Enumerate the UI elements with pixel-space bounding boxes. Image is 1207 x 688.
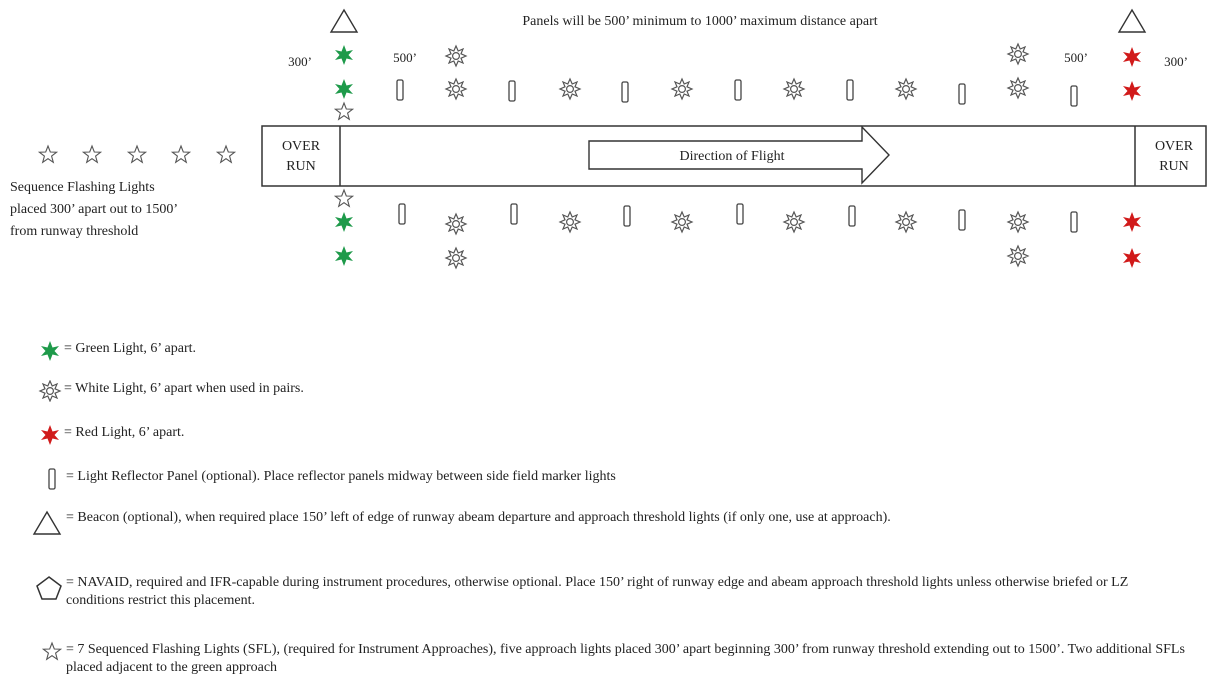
reflector-panel-icon <box>734 79 742 101</box>
legend-sfl-text: = 7 Sequenced Flashing Lights (SFL), (re… <box>66 642 1185 675</box>
reflector-panel-icon <box>48 468 56 490</box>
reflector-panel-icon <box>621 81 629 103</box>
reflector-panel-icon <box>510 203 518 225</box>
red-light-icon <box>1123 47 1141 67</box>
reflector-panel-icon <box>398 203 406 225</box>
white-light-icon <box>895 78 917 100</box>
distance-label-right-500: 500’ <box>1064 50 1088 65</box>
white-light-icon <box>1007 211 1029 233</box>
legend-green-text: = Green Light, 6’ apart. <box>64 341 197 356</box>
sfl-star-icon <box>216 145 236 163</box>
overrun-label-right-line2: RUN <box>1159 159 1189 174</box>
beacon-icon <box>1118 9 1146 33</box>
red-light-icon <box>41 425 59 445</box>
green-light-icon <box>335 45 353 65</box>
white-light-icon <box>671 78 693 100</box>
white-light-icon <box>1007 245 1029 267</box>
white-light-icon <box>445 78 467 100</box>
legend-beacon-text: = Beacon (optional), when required place… <box>66 510 891 525</box>
direction-arrow <box>588 125 890 185</box>
sfl-star-icon <box>334 189 354 207</box>
reflector-panel-icon <box>958 209 966 231</box>
white-light-icon <box>39 380 61 402</box>
reflector-panel-icon <box>396 79 404 101</box>
panels-distance-note: Panels will be 500’ minimum to 1000’ max… <box>522 14 877 29</box>
sfl-star-icon <box>127 145 147 163</box>
reflector-panel-icon <box>958 83 966 105</box>
reflector-panel-icon <box>846 79 854 101</box>
white-light-icon <box>559 78 581 100</box>
overrun-label-right-line1: OVER <box>1155 139 1194 154</box>
sfl-caption-line2: placed 300’ apart out to 1500’ <box>10 202 178 217</box>
reflector-panel-icon <box>1070 85 1078 107</box>
sfl-caption-line3: from runway threshold <box>10 224 138 239</box>
sfl-star-icon <box>42 642 62 660</box>
legend-red-text: = Red Light, 6’ apart. <box>64 425 185 440</box>
distance-label-left-300: 300’ <box>288 54 312 69</box>
red-light-icon <box>1123 81 1141 101</box>
legend-red: = Red Light, 6’ apart. <box>38 424 184 446</box>
legend-navaid-text: = NAVAID, required and IFR-capable durin… <box>66 575 1129 608</box>
legend-white: = White Light, 6’ apart when used in pai… <box>38 380 304 402</box>
reflector-panel-icon <box>1070 211 1078 233</box>
sfl-star-icon <box>171 145 191 163</box>
green-light-icon <box>335 212 353 232</box>
navaid-icon <box>36 576 62 600</box>
white-light-icon <box>783 211 805 233</box>
reflector-panel-icon <box>736 203 744 225</box>
legend-panel-text: = Light Reflector Panel (optional). Plac… <box>66 469 616 484</box>
distance-label-right-300: 300’ <box>1164 54 1188 69</box>
white-light-icon <box>783 78 805 100</box>
green-light-icon <box>41 341 59 361</box>
white-light-icon <box>671 211 693 233</box>
legend-beacon: = Beacon (optional), when required place… <box>30 509 1180 537</box>
reflector-panel-icon <box>848 205 856 227</box>
legend-navaid: = NAVAID, required and IFR-capable durin… <box>34 574 1184 610</box>
legend-green: = Green Light, 6’ apart. <box>38 340 196 362</box>
red-light-icon <box>1123 248 1141 268</box>
legend-sfl: = 7 Sequenced Flashing Lights (SFL), (re… <box>40 641 1190 677</box>
legend-panel: = Light Reflector Panel (optional). Plac… <box>44 468 616 490</box>
reflector-panel-icon <box>623 205 631 227</box>
beacon-icon <box>330 9 358 33</box>
sfl-caption-line1: Sequence Flashing Lights <box>10 180 155 195</box>
beacon-icon <box>33 511 61 535</box>
overrun-label-left-line1: OVER <box>282 139 321 154</box>
green-light-icon <box>335 79 353 99</box>
legend-white-text: = White Light, 6’ apart when used in pai… <box>64 381 304 396</box>
white-light-icon <box>895 211 917 233</box>
white-light-icon <box>445 247 467 269</box>
distance-label-left-500: 500’ <box>393 50 417 65</box>
white-light-icon <box>445 213 467 235</box>
white-light-icon <box>445 45 467 67</box>
white-light-icon <box>559 211 581 233</box>
direction-of-flight-label: Direction of Flight <box>680 149 785 164</box>
reflector-panel-icon <box>508 80 516 102</box>
sfl-star-icon <box>38 145 58 163</box>
white-light-icon <box>1007 77 1029 99</box>
red-light-icon <box>1123 212 1141 232</box>
green-light-icon <box>335 246 353 266</box>
sfl-star-icon <box>334 102 354 120</box>
overrun-label-left-line2: RUN <box>286 159 316 174</box>
white-light-icon <box>1007 43 1029 65</box>
sfl-star-icon <box>82 145 102 163</box>
